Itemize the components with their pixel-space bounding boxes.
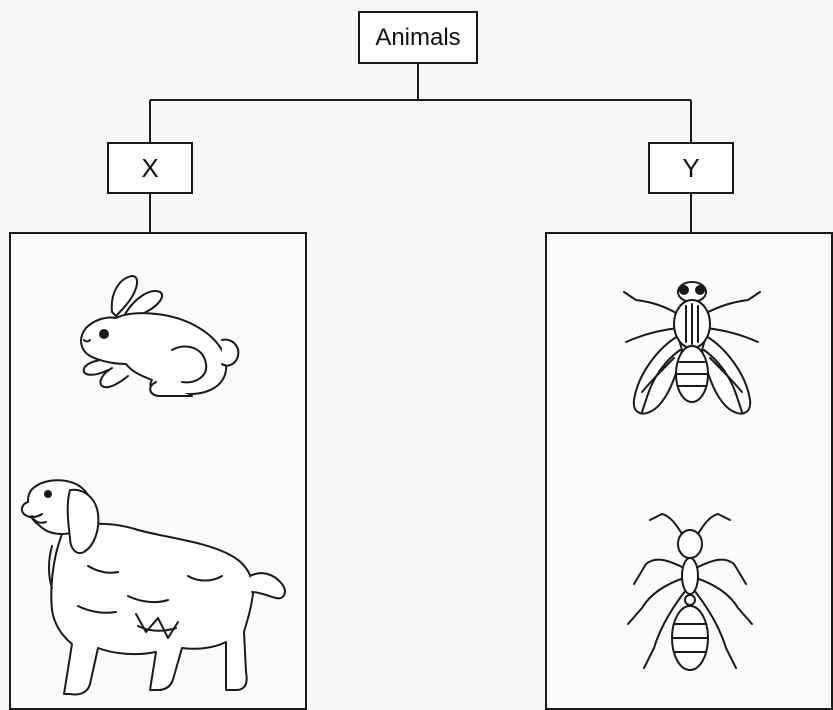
root-node-animals: Animals: [358, 11, 478, 64]
dog-icon: [18, 476, 290, 708]
root-label: Animals: [375, 24, 460, 52]
group-node-x: X: [107, 142, 193, 194]
group-x-label: X: [141, 153, 158, 184]
group-y-label: Y: [682, 153, 699, 184]
ant-icon: [620, 498, 760, 698]
housefly-icon: [612, 262, 772, 442]
rabbit-icon: [72, 272, 242, 400]
group-node-y: Y: [648, 142, 734, 194]
